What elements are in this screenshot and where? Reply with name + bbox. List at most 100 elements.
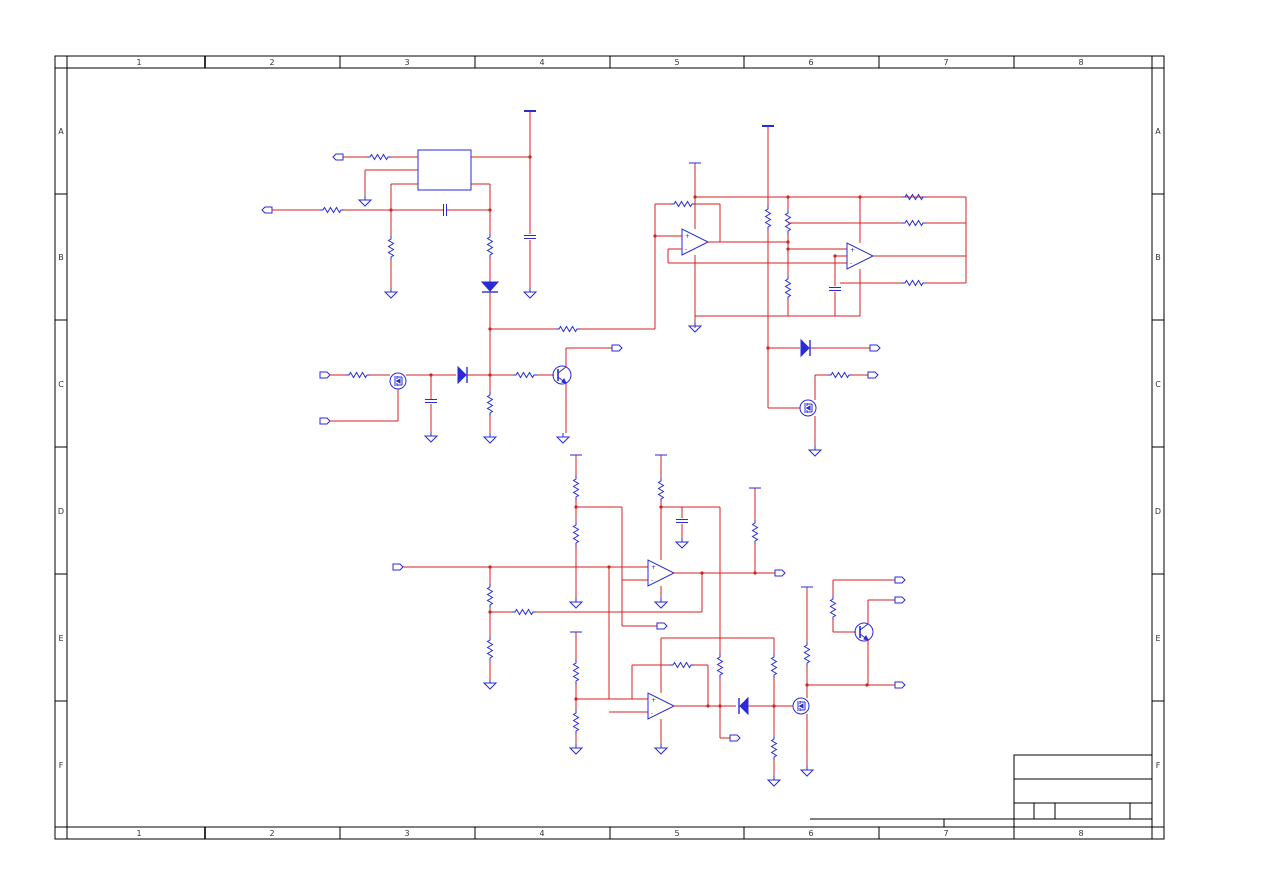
capacitor xyxy=(443,203,447,217)
resistor xyxy=(573,521,579,547)
ground-symbol xyxy=(808,445,822,457)
resistor xyxy=(717,653,723,679)
col-label: 4 xyxy=(539,58,544,67)
resistor xyxy=(511,609,537,615)
circuit-opamp-upper xyxy=(653,125,967,457)
resistor xyxy=(658,477,664,503)
column-labels-top: 1 2 3 4 5 6 7 8 xyxy=(136,58,1083,67)
circuit-comparator-lower xyxy=(392,454,906,787)
ground-symbol xyxy=(569,597,583,609)
row-label: C xyxy=(58,380,64,389)
resistor xyxy=(487,233,493,259)
output-port xyxy=(894,576,906,584)
output-port xyxy=(894,681,906,689)
capacitor xyxy=(675,519,689,523)
col-label: 8 xyxy=(1078,58,1083,67)
col-label: 7 xyxy=(943,829,948,838)
ground-symbol xyxy=(424,431,438,443)
row-label: F xyxy=(59,761,64,770)
diode xyxy=(738,696,749,716)
capacitor xyxy=(828,287,842,291)
ground-symbol xyxy=(675,537,689,549)
col-label: 5 xyxy=(674,829,679,838)
input-port xyxy=(392,563,404,571)
resistor xyxy=(901,220,927,226)
row-label: B xyxy=(1155,253,1161,262)
input-port xyxy=(319,417,331,425)
ground-symbol xyxy=(483,678,497,690)
resistor xyxy=(573,475,579,501)
resistor xyxy=(669,662,695,668)
circuit-regulator-section xyxy=(261,110,656,444)
ground-symbol xyxy=(384,287,398,299)
resistor xyxy=(670,201,696,207)
row-label: F xyxy=(1156,761,1161,770)
col-label: 2 xyxy=(269,829,274,838)
input-port xyxy=(319,371,331,379)
resistor xyxy=(901,280,927,286)
col-label: 6 xyxy=(808,829,813,838)
capacitor xyxy=(523,235,537,239)
resistor xyxy=(512,372,538,378)
resistor xyxy=(771,735,777,761)
row-label: C xyxy=(1155,380,1161,389)
col-label: 7 xyxy=(943,58,948,67)
resistor xyxy=(785,209,791,235)
resistor xyxy=(487,636,493,662)
title-block xyxy=(810,754,1153,828)
ground-symbol xyxy=(800,765,814,777)
output-port xyxy=(867,371,879,379)
drawing-frame xyxy=(54,55,1165,840)
resistor xyxy=(771,653,777,679)
column-labels-bottom: 1 2 3 4 5 6 7 8 xyxy=(136,829,1083,838)
row-label: E xyxy=(1155,634,1160,643)
resistor xyxy=(555,326,581,332)
ic-regulator xyxy=(417,149,472,191)
col-label: 3 xyxy=(404,58,409,67)
col-label: 8 xyxy=(1078,829,1083,838)
resistor xyxy=(487,391,493,417)
row-labels-left: A B C D E F xyxy=(58,127,64,770)
col-label: 2 xyxy=(269,58,274,67)
output-port xyxy=(611,344,623,352)
output-port xyxy=(729,734,741,742)
resistor xyxy=(573,659,579,685)
resistor xyxy=(345,372,371,378)
ground-symbol xyxy=(767,775,781,787)
col-label: 5 xyxy=(674,58,679,67)
mosfet-transistor xyxy=(792,697,810,715)
col-label: 6 xyxy=(808,58,813,67)
ground-symbol xyxy=(654,743,668,755)
resistor xyxy=(827,372,853,378)
row-label: D xyxy=(58,507,64,516)
input-port xyxy=(261,206,273,214)
output-port xyxy=(869,344,881,352)
resistor xyxy=(319,207,345,213)
npn-transistor xyxy=(552,365,572,385)
row-label: A xyxy=(58,127,64,136)
row-labels-right: A B C D E F xyxy=(1155,127,1161,770)
row-label: D xyxy=(1155,507,1161,516)
ground-symbol xyxy=(523,287,537,299)
op-amp xyxy=(647,559,675,587)
resistor xyxy=(804,641,810,667)
output-port xyxy=(774,569,786,577)
row-label: B xyxy=(58,253,64,262)
col-label: 4 xyxy=(539,829,544,838)
resistor xyxy=(487,583,493,609)
ground-symbol xyxy=(569,743,583,755)
capacitor xyxy=(424,399,438,403)
col-label: 3 xyxy=(404,829,409,838)
resistor xyxy=(388,235,394,261)
npn-transistor xyxy=(854,622,874,642)
output-port xyxy=(656,622,668,630)
row-label: E xyxy=(58,634,63,643)
resistor xyxy=(765,205,771,231)
resistor xyxy=(752,519,758,545)
resistor xyxy=(785,275,791,301)
output-port xyxy=(894,596,906,604)
resistor xyxy=(830,595,836,621)
ground-symbol xyxy=(358,195,372,207)
diode xyxy=(480,281,500,293)
